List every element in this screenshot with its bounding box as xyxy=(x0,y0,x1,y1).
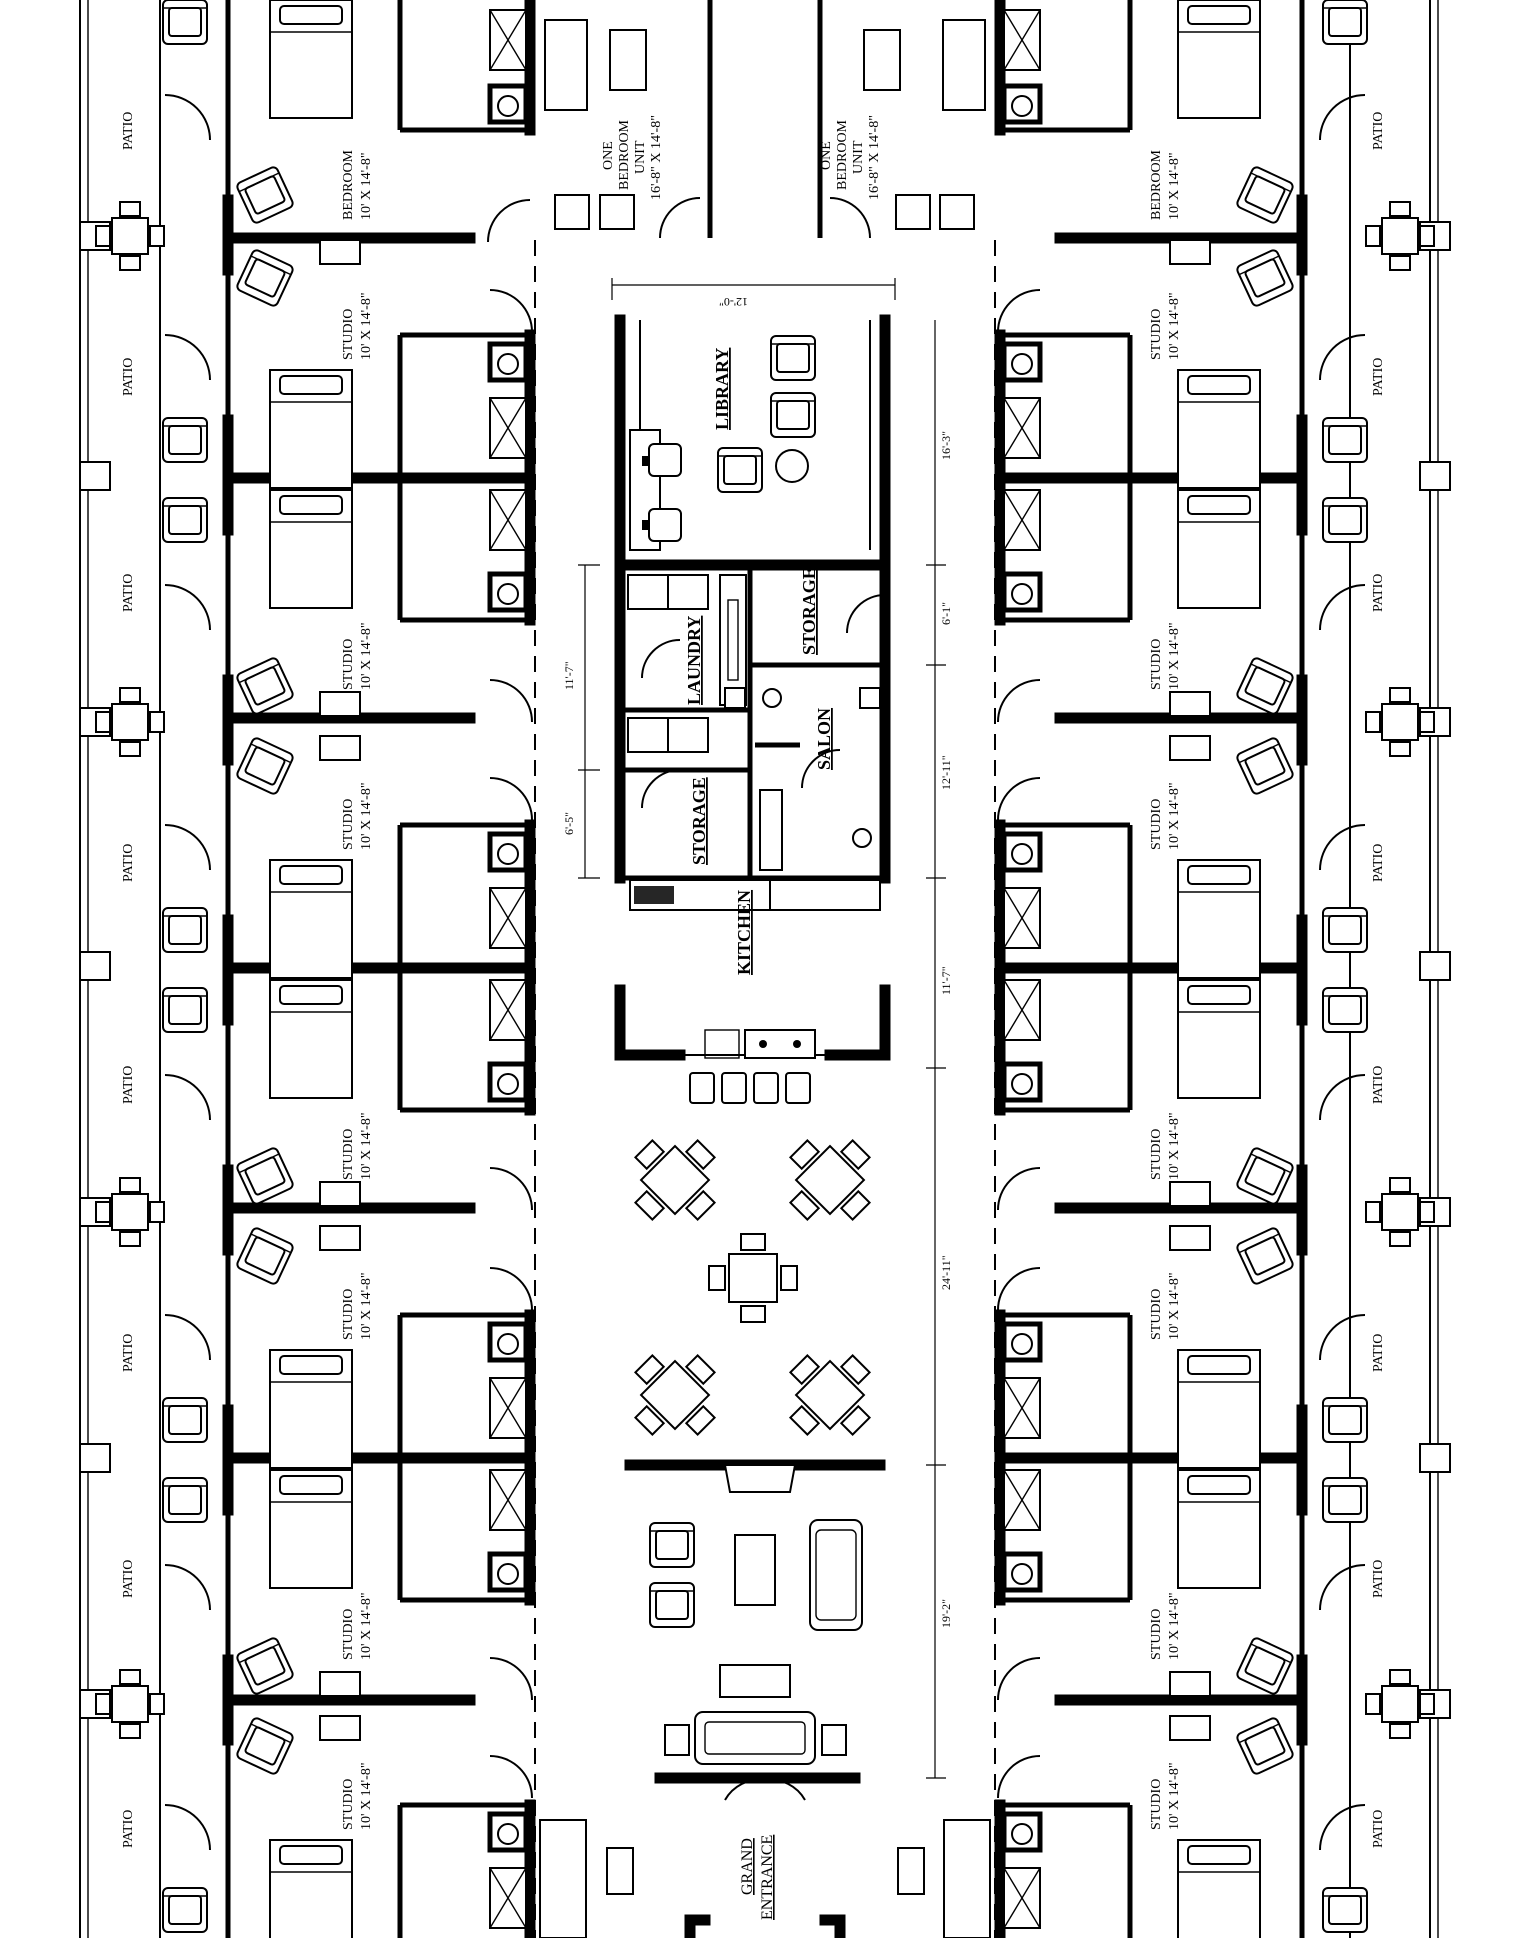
patio-labels-right: PATIO PATIO PATIO PATIO PATIO PATIO PATI… xyxy=(1371,112,1386,1848)
laundry-label: LAUNDRY xyxy=(684,616,704,705)
studio-label: STUDIO xyxy=(1149,639,1164,690)
storage-lower-dim: 6'-5" xyxy=(562,812,576,835)
studio-label: STUDIO xyxy=(341,1289,356,1340)
one-bedroom-label-3: UNIT xyxy=(633,140,648,174)
patio-label: PATIO xyxy=(121,1560,136,1598)
storage-lower-label: STORAGE xyxy=(689,777,709,865)
studio-label: STUDIO xyxy=(341,639,356,690)
unit-labels-right: BEDROOM 10' X 14'-8" STUDIO 10' X 14'-8"… xyxy=(1149,149,1182,1830)
one-bedroom-label-3: UNIT xyxy=(851,140,866,174)
living-height-dim: 19'-2" xyxy=(939,1599,953,1628)
studio-label: STUDIO xyxy=(341,309,356,360)
storage-upper-label: STORAGE xyxy=(799,567,819,655)
studio-label: STUDIO xyxy=(1149,309,1164,360)
grand-label: GRAND xyxy=(739,1838,756,1895)
unit-labels-left: BEDROOM 10' X 14'-8" STUDIO 10' X 14'-8"… xyxy=(341,149,374,1830)
kitchen-height-dim: 11'-7" xyxy=(939,966,953,995)
studio-label: STUDIO xyxy=(1149,1779,1164,1830)
patio-label: PATIO xyxy=(121,1334,136,1372)
bedroom-size: 10' X 14'-8" xyxy=(359,152,374,220)
studio-size: 10' X 14'-8" xyxy=(1167,782,1182,850)
service-core: LAUNDRY STORAGE SALON STORAGE xyxy=(614,559,891,884)
one-bedroom-label-2: BEDROOM xyxy=(617,119,632,190)
studio-size: 10' X 14'-8" xyxy=(359,1112,374,1180)
studio-label: STUDIO xyxy=(1149,1609,1164,1660)
laundry-height-dim: 11'-7" xyxy=(562,661,576,690)
studio-size: 10' X 14'-8" xyxy=(1167,1762,1182,1830)
patio-label: PATIO xyxy=(121,358,136,396)
grand-entrance: GRAND ENTRANCE xyxy=(539,1778,991,1938)
bedroom-label: BEDROOM xyxy=(341,149,356,220)
studio-label: STUDIO xyxy=(1149,1289,1164,1340)
living-area: 19'-2" xyxy=(624,1459,953,1784)
kitchen-label: KITCHEN xyxy=(734,890,754,975)
patio-label: PATIO xyxy=(121,1810,136,1848)
unit-doors-right xyxy=(997,94,1366,1851)
bathroom-walls-left xyxy=(397,0,536,1938)
patio-label: PATIO xyxy=(121,844,136,882)
dining-height-dim: 24'-11" xyxy=(939,1255,953,1290)
bedroom-label: BEDROOM xyxy=(1149,149,1164,220)
studio-size: 10' X 14'-8" xyxy=(1167,1272,1182,1340)
library-room: LIBRARY xyxy=(614,314,891,571)
wardrobes xyxy=(319,239,1211,1741)
entrance-label: ENTRANCE xyxy=(759,1835,776,1920)
bedroom-size: 10' X 14'-8" xyxy=(1167,152,1182,220)
storage-upper-dim: 6'-1" xyxy=(939,602,953,625)
patio-label: PATIO xyxy=(121,112,136,150)
patio-label: PATIO xyxy=(1371,112,1386,150)
studio-size: 10' X 14'-8" xyxy=(1167,292,1182,360)
service-dimensions: 11'-7" 6'-5" 6'-1" 12'-11" 11'-7" xyxy=(562,564,953,1069)
studio-label: STUDIO xyxy=(1149,799,1164,850)
studio-size: 10' X 14'-8" xyxy=(359,1762,374,1830)
studio-label: STUDIO xyxy=(341,799,356,850)
one-bedroom-unit-left: ONE BEDROOM UNIT 16'-8" X 14'-8" xyxy=(544,0,713,239)
patio-separators-right xyxy=(1419,221,1451,1719)
salon-label: SALON xyxy=(814,708,834,770)
patio-label: PATIO xyxy=(1371,574,1386,612)
library-label: LIBRARY xyxy=(712,348,732,430)
patio-label: PATIO xyxy=(1371,1066,1386,1104)
one-bedroom-label-1: ONE xyxy=(819,141,834,170)
studio-label: STUDIO xyxy=(1149,1129,1164,1180)
patio-label: PATIO xyxy=(1371,844,1386,882)
studio-size: 10' X 14'-8" xyxy=(359,292,374,360)
library-width-dim: 12'-0" xyxy=(719,295,748,309)
bathroom-walls-right xyxy=(994,0,1133,1938)
studio-size: 10' X 14'-8" xyxy=(359,1592,374,1660)
kitchen-room: KITCHEN xyxy=(614,879,891,1104)
studio-label: STUDIO xyxy=(341,1609,356,1660)
unit-doors-left xyxy=(164,94,533,1851)
patio-separators-left xyxy=(79,221,111,1719)
one-bedroom-label-1: ONE xyxy=(601,141,616,170)
corridor-lines xyxy=(534,240,996,1938)
studio-label: STUDIO xyxy=(341,1129,356,1180)
one-bedroom-unit-right: ONE BEDROOM UNIT 16'-8" X 14'-8" xyxy=(817,0,986,239)
studio-size: 10' X 14'-8" xyxy=(359,622,374,690)
patio-label: PATIO xyxy=(1371,358,1386,396)
studio-size: 10' X 14'-8" xyxy=(1167,1112,1182,1180)
salon-height-dim: 12'-11" xyxy=(939,755,953,790)
library-dimensions: 12'-0" 16'-3" xyxy=(611,278,953,565)
patio-label: PATIO xyxy=(1371,1334,1386,1372)
patio-label: PATIO xyxy=(121,574,136,612)
studio-size: 10' X 14'-8" xyxy=(1167,1592,1182,1660)
studio-label: STUDIO xyxy=(341,1779,356,1830)
patio-label: PATIO xyxy=(1371,1810,1386,1848)
one-bedroom-label-2: BEDROOM xyxy=(835,119,850,190)
dining-area: 24'-11" xyxy=(611,1068,953,1466)
library-height-dim: 16'-3" xyxy=(939,431,953,460)
studio-size: 10' X 14'-8" xyxy=(1167,622,1182,690)
studio-size: 10' X 14'-8" xyxy=(359,1272,374,1340)
patio-label: PATIO xyxy=(121,1066,136,1104)
studio-size: 10' X 14'-8" xyxy=(359,782,374,850)
one-bedroom-size: 16'-8" X 14'-8" xyxy=(867,115,882,200)
one-bedroom-size: 16'-8" X 14'-8" xyxy=(649,115,664,200)
patio-labels-left: PATIO PATIO PATIO PATIO PATIO PATIO PATI… xyxy=(121,112,136,1848)
patio-label: PATIO xyxy=(1371,1560,1386,1598)
